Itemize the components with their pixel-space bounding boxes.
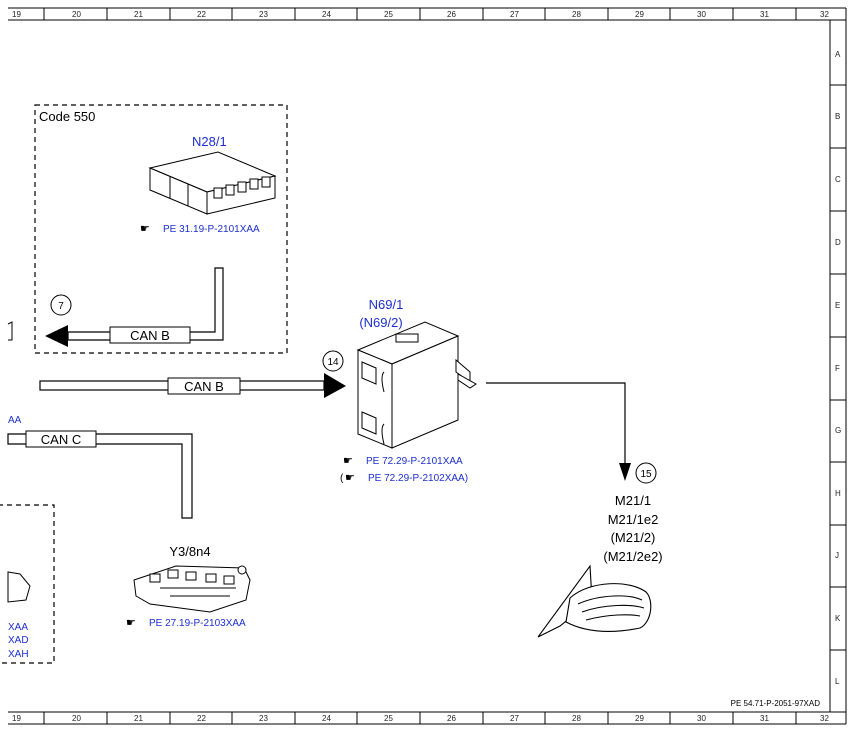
partial-left-box <box>0 504 55 664</box>
pointing-hand-icon: ☛ <box>126 617 136 629</box>
n69-alt-label: (N69/2) <box>359 315 402 330</box>
pointing-hand-icon: ☛ <box>343 455 353 467</box>
col-label-24-bottom: 24 <box>322 714 331 723</box>
y3-ref-text[interactable]: PE 27.19-P-2103XAA <box>149 618 246 629</box>
partial-module-icon <box>7 321 31 603</box>
can-b-top-label-box <box>109 326 191 344</box>
n69-ref-2-text[interactable]: PE 72.29-P-2102XAA) <box>368 473 468 484</box>
can-b-middle-bus: CAN B <box>39 373 346 398</box>
document-id: PE 54.71-P-2051-97XAD <box>731 699 821 708</box>
can-b-top-label: CAN B <box>130 328 170 343</box>
col-label-32-bottom: 32 <box>820 714 829 723</box>
col-label-22: 22 <box>197 10 206 19</box>
column-ticks-top: 19 20 21 22 23 24 25 26 27 28 29 30 31 3… <box>12 8 829 20</box>
n69-ref-1-text[interactable]: PE 72.29-P-2101XAA <box>366 456 463 467</box>
n28-ref-text[interactable]: PE 31.19-P-2101XAA <box>163 224 260 235</box>
marker-14-label: 14 <box>327 357 339 368</box>
pointing-hand-icon: ☛ <box>345 472 355 484</box>
row-label-j: J <box>835 551 839 560</box>
marker-14 <box>322 350 344 372</box>
col-label-19: 19 <box>12 10 21 19</box>
row-label-b: B <box>835 112 840 121</box>
col-label-21: 21 <box>134 10 143 19</box>
row-label-c: C <box>835 175 841 184</box>
can-b-middle-arrow-icon <box>324 373 346 398</box>
col-label-26-bottom: 26 <box>447 714 456 723</box>
row-label-a: A <box>835 50 841 59</box>
col-label-19-bottom: 19 <box>12 714 21 723</box>
n69-module-icon <box>356 321 477 449</box>
col-label-32: 32 <box>820 10 829 19</box>
col-label-27-bottom: 27 <box>510 714 519 723</box>
side-mirror-icon <box>537 564 652 638</box>
can-c-bus: CAN C <box>7 430 193 519</box>
col-label-25: 25 <box>384 10 393 19</box>
m21-label-3: (M21/2) <box>611 530 656 545</box>
y3-module-icon <box>133 565 251 613</box>
m21-arrow-icon <box>619 463 631 481</box>
n69-to-m21-line <box>486 382 626 463</box>
col-label-30-bottom: 30 <box>697 714 706 723</box>
can-b-top-arrow-icon <box>45 325 68 347</box>
n69-ref-1[interactable]: ☛ PE 72.29-P-2101XAA <box>343 455 463 467</box>
row-label-h: H <box>835 489 841 498</box>
col-label-21-bottom: 21 <box>134 714 143 723</box>
col-label-23-bottom: 23 <box>259 714 268 723</box>
col-label-24: 24 <box>322 10 331 19</box>
marker-15-label: 15 <box>640 469 652 480</box>
row-ticks-right: A B C D E F G H J K L <box>830 50 846 686</box>
col-label-27: 27 <box>510 10 519 19</box>
n28-label: N28/1 <box>192 134 227 149</box>
m21-label-4: (M21/2e2) <box>603 549 662 564</box>
col-label-29-bottom: 29 <box>635 714 644 723</box>
code-550-label: Code 550 <box>39 109 95 124</box>
n69-label: N69/1 <box>369 297 404 312</box>
col-label-31: 31 <box>760 10 769 19</box>
code-550-box <box>34 104 288 354</box>
y3-ref[interactable]: ☛ PE 27.19-P-2103XAA <box>126 617 246 629</box>
partial-ref-xad: XAD <box>8 635 29 646</box>
col-label-31-bottom: 31 <box>760 714 769 723</box>
can-b-middle-label-box <box>167 377 241 395</box>
col-label-28: 28 <box>572 10 581 19</box>
can-c-label: CAN C <box>41 432 81 447</box>
drawing-frame <box>8 7 847 725</box>
n69-ref-2[interactable]: ( ☛ PE 72.29-P-2102XAA) <box>340 472 468 484</box>
n28-ref[interactable]: ☛ PE 31.19-P-2101XAA <box>140 223 260 235</box>
row-label-g: G <box>835 426 841 435</box>
col-label-20: 20 <box>72 10 81 19</box>
col-label-26: 26 <box>447 10 456 19</box>
partial-ref-xaa: XAA <box>8 622 28 633</box>
can-b-middle-label: CAN B <box>184 379 224 394</box>
pointing-hand-icon: ☛ <box>140 223 150 235</box>
partial-ref-xah: XAH <box>8 649 29 660</box>
marker-7-label: 7 <box>58 301 64 312</box>
row-label-d: D <box>835 238 841 247</box>
row-label-l: L <box>835 677 840 686</box>
col-label-22-bottom: 22 <box>197 714 206 723</box>
row-label-e: E <box>835 301 840 310</box>
y3-label: Y3/8n4 <box>169 544 210 559</box>
marker-15 <box>635 462 657 484</box>
n28-module-icon <box>148 151 277 215</box>
col-label-29: 29 <box>635 10 644 19</box>
n69-ref-2-open: ( <box>340 473 344 484</box>
col-label-30: 30 <box>697 10 706 19</box>
col-label-25-bottom: 25 <box>384 714 393 723</box>
can-c-label-box <box>25 430 97 448</box>
col-label-23: 23 <box>259 10 268 19</box>
column-ticks-bottom: 19 20 21 22 23 24 25 26 27 28 29 30 31 3… <box>12 712 829 724</box>
row-label-f: F <box>835 364 840 373</box>
m21-label-2: M21/1e2 <box>608 512 659 527</box>
col-label-28-bottom: 28 <box>572 714 581 723</box>
row-label-k: K <box>835 614 841 623</box>
partial-ref-aa: AA <box>8 415 22 426</box>
marker-7 <box>50 294 72 316</box>
col-label-20-bottom: 20 <box>72 714 81 723</box>
m21-label-1: M21/1 <box>615 493 651 508</box>
